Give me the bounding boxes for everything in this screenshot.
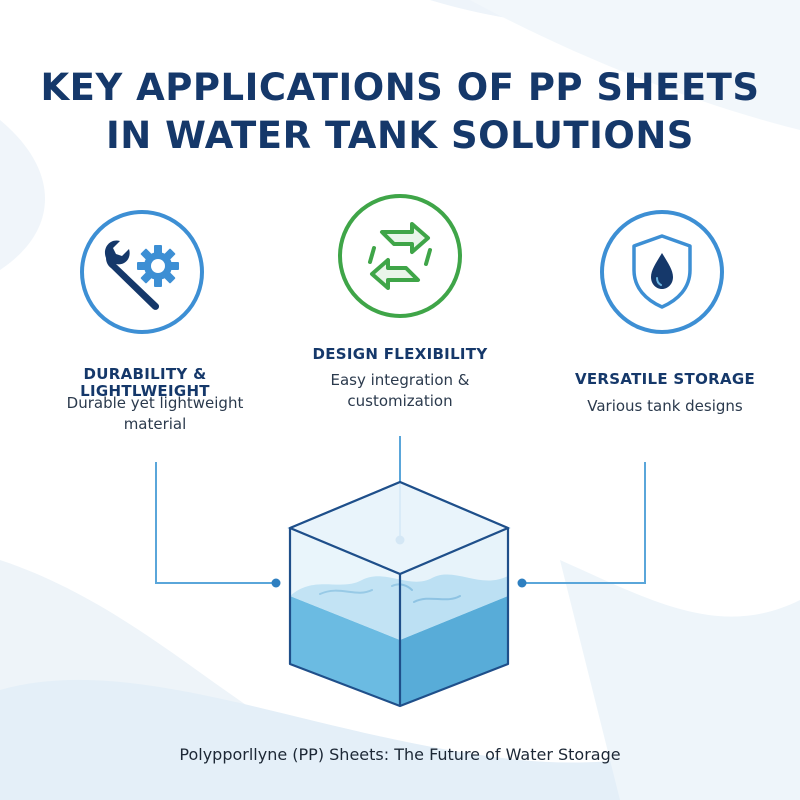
design-flexibility-description: Easy integration & customization <box>290 370 510 412</box>
title-line-1: KEY APPLICATIONS OF PP SHEETS <box>40 66 760 109</box>
connector-dot-right <box>517 578 527 588</box>
versatile-storage-title: VERSATILE STORAGE <box>574 370 756 388</box>
versatile-storage-description: Various tank designs <box>587 397 743 415</box>
footer-caption: Polypporllyne (PP) Sheets: The Future of… <box>179 745 621 764</box>
recycle-arrows-icon <box>368 222 432 290</box>
design-flexibility-title: DESIGN FLEXIBILITY <box>312 345 488 363</box>
durability-title: DURABILITY & LIGHTLWEIGHT <box>40 366 250 400</box>
water-tank-cube <box>287 480 511 708</box>
durability-title-line-1: DURABILITY & <box>83 365 207 383</box>
gear-icon <box>137 245 179 287</box>
water-drop-icon <box>651 253 673 289</box>
page-title: KEY APPLICATIONS OF PP SHEETS IN WATER T… <box>0 64 800 160</box>
design-flexibility-icon-circle <box>338 194 462 318</box>
design-flexibility-desc-line-2: customization <box>347 392 453 410</box>
connector-right <box>523 462 646 584</box>
durability-desc-line-2: material <box>123 415 187 433</box>
design-flexibility-desc-line-1: Easy integration & <box>330 371 470 389</box>
connector-dot-left <box>271 578 281 588</box>
durability-icon-circle <box>80 210 204 334</box>
durability-title-line-2: LIGHTLWEIGHT <box>80 382 210 400</box>
durability-description: Durable yet lightweight material <box>30 393 280 435</box>
connector-left <box>155 462 275 584</box>
wrench-icon <box>104 240 160 310</box>
durability-desc-line-1: Durable yet lightweight <box>66 394 244 412</box>
title-line-2: IN WATER TANK SOLUTIONS <box>106 114 694 157</box>
versatile-storage-icon-circle <box>600 210 724 334</box>
